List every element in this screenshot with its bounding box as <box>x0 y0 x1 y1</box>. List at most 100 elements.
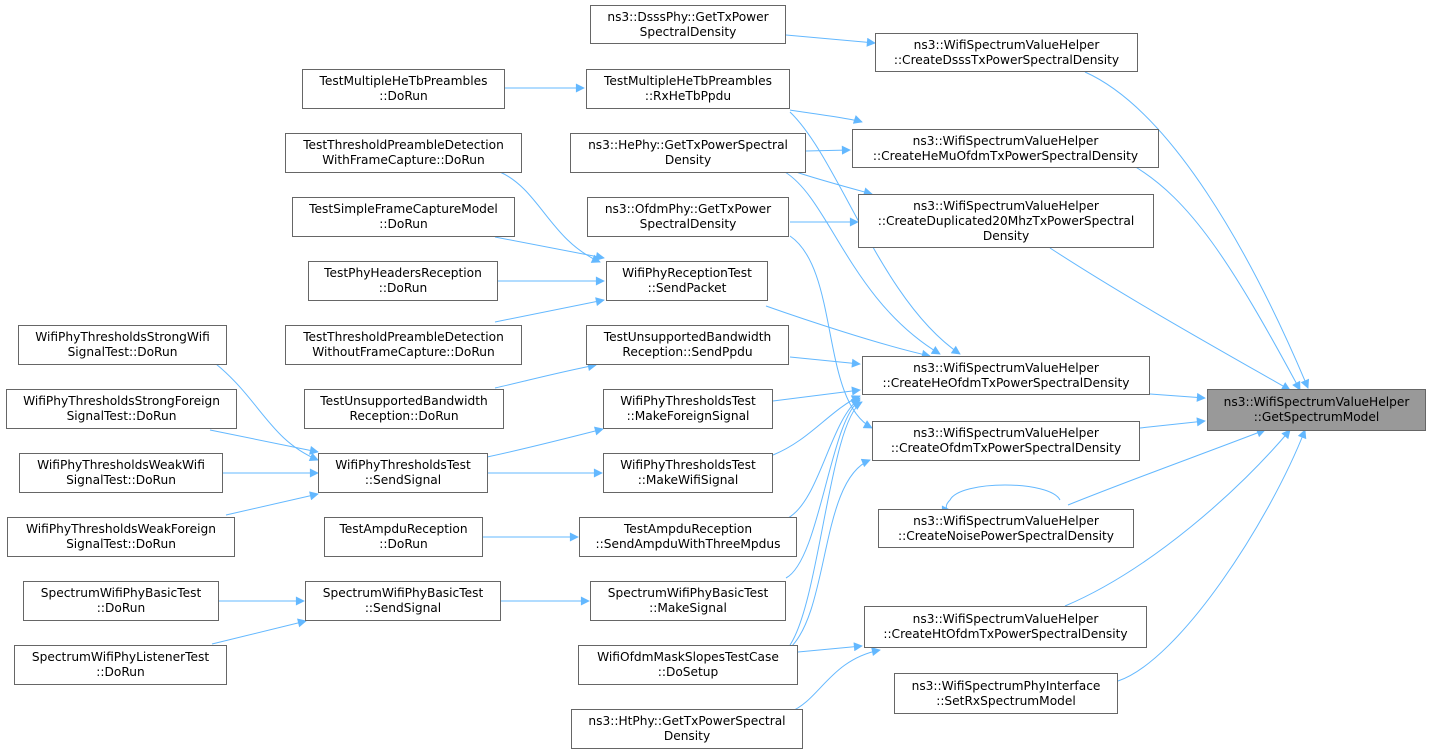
node-label: ::MakeForeignSignal <box>626 409 750 423</box>
edge <box>211 618 307 645</box>
node-label: ::CreateHeMuOfdmTxPowerSpectralDensity <box>872 148 1139 163</box>
node-label: TestUnsupportedBandwidth <box>603 330 772 344</box>
node-create-noise-psd[interactable]: ns3::WifiSpectrumValueHelper::CreateNois… <box>878 509 1134 548</box>
node-label: ::CreateHeOfdmTxPowerSpectralDensity <box>882 375 1130 390</box>
node-label: TestUnsupportedBandwidth <box>320 394 488 408</box>
node-label: ::CreateHtOfdmTxPowerSpectralDensity <box>883 627 1128 641</box>
node-simple-frame-capture[interactable]: TestSimpleFrameCaptureModel::DoRun <box>292 197 515 237</box>
node-label: ::DoSetup <box>657 665 719 679</box>
node-label: TestThresholdPreambleDetection <box>303 330 504 344</box>
node-make-foreign-signal[interactable]: WifiPhyThresholdsTest::MakeForeignSignal <box>603 389 773 429</box>
node-create-he-ofdm-tx-psd[interactable]: ns3::WifiSpectrumValueHelper::CreateHeOf… <box>862 356 1150 395</box>
node-basic-test-do-run[interactable]: SpectrumWifiPhyBasicTest::DoRun <box>23 581 219 621</box>
node-label: Density <box>664 153 712 167</box>
edge <box>1139 417 1206 429</box>
edge <box>494 236 605 261</box>
node-label: WifiPhyThresholdsWeakWifi <box>37 458 205 472</box>
edge <box>494 297 605 323</box>
node-label: WifiPhyThresholdsStrongForeign <box>23 394 220 408</box>
node-label: TestPhyHeadersReception <box>324 266 482 280</box>
edge <box>795 171 873 197</box>
node-label: ns3::DsssPhy::GetTxPower <box>607 9 769 24</box>
node-label: TestThresholdPreambleDetection <box>303 138 504 152</box>
node-label: WithoutFrameCapture::DoRun <box>312 345 495 359</box>
node-phy-headers-reception[interactable]: TestPhyHeadersReception::DoRun <box>308 261 498 301</box>
edge <box>1149 392 1206 402</box>
node-label: TestAmpduReception <box>339 522 468 536</box>
node-label: WithFrameCapture::DoRun <box>322 153 485 167</box>
edge <box>215 363 319 462</box>
node-label: WifiOfdmMaskSlopesTestCase <box>597 650 779 664</box>
node-label: WifiPhyThresholdsTest <box>620 394 756 408</box>
node-label: TestAmpduReception <box>623 522 753 536</box>
node-label: ::CreateDuplicated20MhzTxPowerSpectral <box>877 213 1135 228</box>
node-label: ::SetRxSpectrumModel <box>936 693 1076 708</box>
node-label: ns3::WifiSpectrumValueHelper <box>913 360 1099 375</box>
node-label: SignalTest::DoRun <box>66 537 176 551</box>
node-create-ht-ofdm-tx-psd[interactable]: ns3::WifiSpectrumValueHelper::CreateHtOf… <box>864 606 1147 648</box>
edge <box>499 171 601 263</box>
node-mask-slopes-do-setup[interactable]: WifiOfdmMaskSlopesTestCase::DoSetup <box>578 645 798 685</box>
node-set-rx-spectrum-model[interactable]: ns3::WifiSpectrumPhyInterface::SetRxSpec… <box>894 673 1118 714</box>
node-label: ns3::WifiSpectrumValueHelper <box>1223 395 1410 409</box>
node-listener-test-do-run[interactable]: SpectrumWifiPhyListenerTest::DoRun <box>14 645 227 685</box>
edge <box>789 109 863 124</box>
node-label: SignalTest::DoRun <box>66 473 176 487</box>
node-label: TestMultipleHeTbPreambles <box>604 74 772 88</box>
edge <box>225 491 319 516</box>
node-label: ::SendSignal <box>364 473 442 487</box>
node-label: ns3::WifiSpectrumValueHelper <box>912 612 1099 626</box>
node-label: ns3::WifiSpectrumValueHelper <box>913 426 1099 440</box>
edge <box>787 397 861 519</box>
node-make-wifi-signal[interactable]: WifiPhyThresholdsTest::MakeWifiSignal <box>603 453 773 493</box>
node-label: ::GetSpectrumModel <box>1253 410 1380 424</box>
node-label: SignalTest::DoRun <box>66 409 177 423</box>
node-label: ns3::WifiSpectrumValueHelper <box>913 37 1100 52</box>
edge <box>789 356 861 368</box>
node-label: ::CreateNoisePowerSpectralDensity <box>897 528 1114 543</box>
node-create-dsss-tx-psd[interactable]: ns3::WifiSpectrumValueHelper::CreateDsss… <box>875 33 1138 72</box>
node-label: Density <box>663 729 711 743</box>
node-label: TestSimpleFrameCaptureModel <box>309 202 498 216</box>
node-basic-test-send-signal[interactable]: SpectrumWifiPhyBasicTest::SendSignal <box>305 581 501 621</box>
edge <box>1067 428 1266 506</box>
node-send-packet[interactable]: WifiPhyReceptionTest::SendPacket <box>606 261 768 301</box>
edge <box>805 145 851 155</box>
edge <box>494 362 597 389</box>
edge <box>1064 429 1291 607</box>
node-label: ::SendAmpduWithThreeMpdus <box>595 537 781 551</box>
node-get-spectrum-model: ns3::WifiSpectrumValueHelper::GetSpectru… <box>1207 389 1426 431</box>
node-thresholds-send-signal[interactable]: WifiPhyThresholdsTest::SendSignal <box>318 453 488 493</box>
node-label: ::RxHeTbPpdu <box>644 89 732 103</box>
node-label: ::DoRun <box>378 281 428 295</box>
edge <box>785 34 876 47</box>
node-make-signal[interactable]: SpectrumWifiPhyBasicTest::MakeSignal <box>590 581 786 621</box>
node-create-duplicated-20mhz-tx-psd[interactable]: ns3::WifiSpectrumValueHelper::CreateDupl… <box>858 194 1154 248</box>
node-label: ns3::HtPhy::GetTxPowerSpectral <box>588 714 786 728</box>
node-ampdu-reception-do-run[interactable]: TestAmpduReception::DoRun <box>324 517 483 557</box>
node-multiple-he-tb-do-run[interactable]: TestMultipleHeTbPreambles::DoRun <box>302 69 505 109</box>
node-label: WifiPhyThresholdsWeakForeign <box>25 522 217 536</box>
node-create-ofdm-tx-psd[interactable]: ns3::WifiSpectrumValueHelper::CreateOfdm… <box>872 421 1140 461</box>
node-send-ampdu-three-mpdus[interactable]: TestAmpduReception::SendAmpduWithThreeMp… <box>579 517 797 557</box>
node-label: ::SendPacket <box>647 281 727 295</box>
edge <box>797 642 863 653</box>
node-label: Reception::DoRun <box>349 409 459 423</box>
node-rx-he-tb-ppdu[interactable]: TestMultipleHeTbPreambles::RxHeTbPpdu <box>586 69 790 109</box>
edge <box>941 484 1061 515</box>
node-create-he-mu-ofdm-tx-psd[interactable]: ns3::WifiSpectrumValueHelper::CreateHeMu… <box>852 129 1159 168</box>
node-label: WifiPhyReceptionTest <box>622 266 752 280</box>
